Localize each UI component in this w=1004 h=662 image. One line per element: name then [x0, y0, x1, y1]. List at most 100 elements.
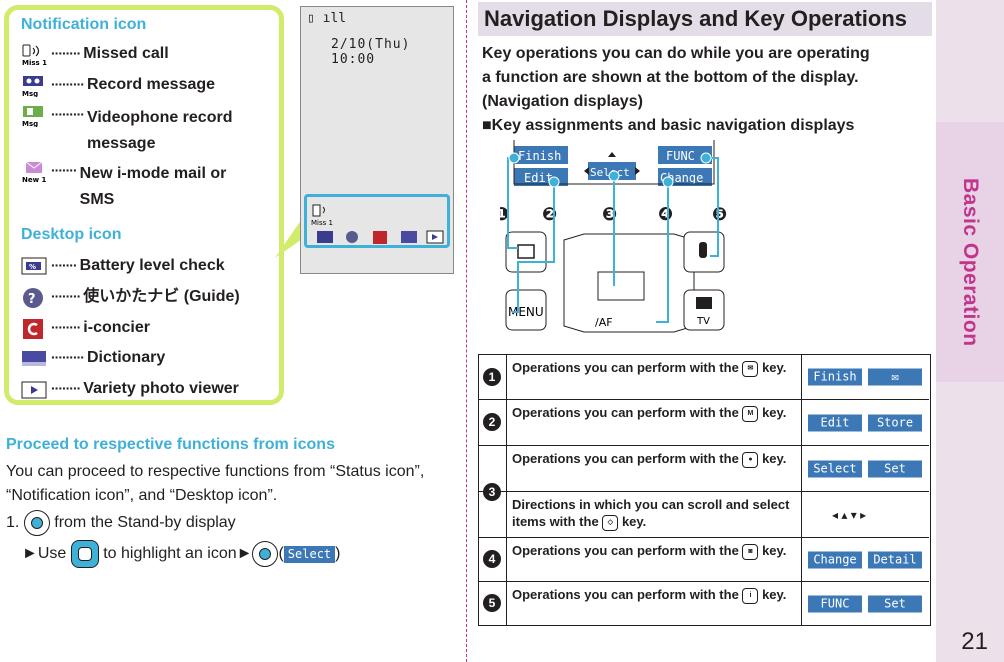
callout-number-4: ❹	[658, 204, 673, 225]
phone-icon-row: Miss 1	[311, 204, 444, 244]
battery-level-icon: %	[21, 256, 49, 278]
svg-text:Miss 1: Miss 1	[22, 59, 47, 66]
softkey-label: Detail	[868, 551, 922, 568]
softkey-label: FUNC	[808, 595, 862, 612]
navigation-banner: Navigation Displays and Key Operations	[478, 2, 932, 36]
camera-tv-key	[683, 289, 725, 331]
list-item: ········· Dictionary	[21, 348, 165, 374]
list-item-label: 使いかたナビ (Guide)	[83, 288, 240, 305]
center-key-icon: ●	[742, 451, 759, 468]
phone-missed-label: Miss 1	[311, 219, 333, 227]
table-row: 5 Operations you can perform with the i …	[479, 582, 929, 625]
signal-status: ▯ ıll	[307, 11, 347, 26]
icon-highlight-frame	[304, 194, 450, 248]
list-item: ········ i-concier	[21, 318, 150, 344]
table-row: Directions in which you can scroll and s…	[479, 492, 929, 538]
missed-call-icon: Miss 1	[21, 44, 49, 67]
svg-text:Msg: Msg	[22, 120, 38, 127]
softkey-label: Change	[808, 551, 862, 568]
softkey-label: Edit	[808, 414, 862, 431]
videophone-record-message-icon: Msg	[21, 105, 49, 128]
column-divider	[466, 0, 467, 662]
diagram-edit-label: Edit	[524, 171, 553, 185]
list-item: ? ········ 使いかたナビ (Guide)	[21, 287, 240, 313]
softkey-label: Select	[808, 460, 862, 477]
proceed-heading: Proceed to respective functions from ico…	[6, 436, 335, 453]
dictionary-icon	[21, 348, 49, 370]
softkey-label: Set	[868, 595, 922, 612]
svg-text:Msg: Msg	[22, 90, 38, 97]
list-item-label: New i-mode mail or SMS	[79, 165, 227, 208]
list-item-label: Battery level check	[79, 257, 225, 274]
sidebar-tab	[936, 122, 1004, 382]
notification-panel: Notification icon Miss 1 ········ Missed…	[4, 5, 284, 405]
key-diagram: Finish Edit Select FUNC Change ❶ ❷ ❸ ❹ ❺…	[500, 140, 727, 333]
notification-heading: Notification icon	[21, 16, 147, 33]
row-number: 4	[483, 550, 501, 568]
record-message-icon: Msg	[21, 75, 49, 98]
table-row: 1 Operations you can perform with the ✉ …	[479, 355, 929, 400]
svg-text:New 1: New 1	[22, 176, 47, 183]
proceed-use-line: ►Use to highlight an icon►(Select)	[22, 540, 462, 568]
list-item: Miss 1 ········ Missed call	[21, 44, 169, 67]
list-item: Msg ········· Videophone record message	[21, 105, 257, 159]
sidebar: Basic Operation 21	[936, 0, 1004, 662]
direction-key-icon: ◇	[602, 514, 619, 531]
select-softkey-label: Select	[283, 545, 336, 563]
list-item-label: Videophone record message	[86, 109, 233, 152]
i-concier-icon	[21, 318, 49, 340]
desktop-heading: Desktop icon	[21, 226, 122, 243]
callout-number-1: ❶	[500, 204, 509, 225]
section-title: Basic Operation	[959, 177, 982, 347]
key-table: 1 Operations you can perform with the ✉ …	[478, 354, 931, 626]
menu-key	[505, 289, 547, 331]
proceed-step: 1. from the Stand-by display	[6, 510, 446, 536]
imode-key-icon: i	[742, 587, 759, 604]
row-number: 3	[483, 483, 501, 501]
row-number: 1	[483, 368, 501, 386]
diagram-scroll-arrows	[584, 152, 640, 175]
table-row: 4 Operations you can perform with the ◙ …	[479, 538, 929, 582]
list-item-label: Dictionary	[86, 349, 166, 366]
table-row: 2 Operations you can perform with the M …	[479, 400, 929, 446]
clock-display: 2/10(Thu) 10:00	[331, 37, 411, 67]
photo-viewer-icon	[21, 379, 49, 401]
page-number: 21	[961, 628, 988, 655]
page-title: Navigation Displays and Key Operations	[484, 6, 908, 31]
mail-key	[505, 231, 547, 273]
softkey-label: Finish	[808, 368, 862, 386]
af-key-label: /AF	[595, 316, 613, 329]
key-assignments-subheading: ■Key assignments and basic navigation di…	[482, 117, 855, 134]
proceed-paragraph: You can proceed to respective functions …	[6, 463, 425, 504]
list-item: % ······· Battery level check	[21, 256, 225, 282]
svg-text:?: ?	[28, 292, 36, 307]
direction-key-icon	[70, 540, 99, 568]
svg-text:%: %	[29, 263, 36, 271]
softkey-label: Store	[868, 414, 922, 431]
navigation-intro: Key operations you can do while you are …	[482, 42, 870, 138]
list-item-label: i-concier	[83, 319, 150, 336]
guide-icon: ?	[21, 287, 49, 309]
center-key-icon	[23, 510, 50, 536]
new-imode-mail-icon: New 1	[21, 161, 49, 184]
mail-key-icon: ✉	[742, 360, 759, 377]
list-item-label: Variety photo viewer	[83, 380, 239, 397]
callout-number-5: ❺	[712, 204, 727, 225]
diagram-finish-label: Finish	[518, 149, 561, 163]
row-number: 2	[483, 413, 501, 431]
mail-softkey-icon: ✉	[868, 368, 922, 386]
list-item-label: Missed call	[83, 45, 169, 62]
center-key-icon	[252, 541, 279, 567]
row-number: 5	[483, 594, 501, 612]
softkey-label: Set	[868, 460, 922, 477]
menu-key-icon: M	[742, 405, 759, 422]
list-item: New 1 ······· New i-mode mail or SMS	[21, 161, 250, 215]
table-row: 3 Operations you can perform with the ● …	[479, 446, 929, 538]
list-item-label: Record message	[86, 76, 216, 93]
list-item: ········ Variety photo viewer	[21, 379, 239, 405]
tv-key-label: TV	[696, 316, 710, 327]
phone-screen: ▯ ıll 2/10(Thu) 10:00 Miss 1	[300, 6, 454, 274]
scroll-directions: ◂ ▴ ▾ ▸	[832, 507, 867, 522]
list-item: Msg ········· Record message	[21, 75, 216, 98]
menu-key-label: MENU	[508, 305, 544, 319]
